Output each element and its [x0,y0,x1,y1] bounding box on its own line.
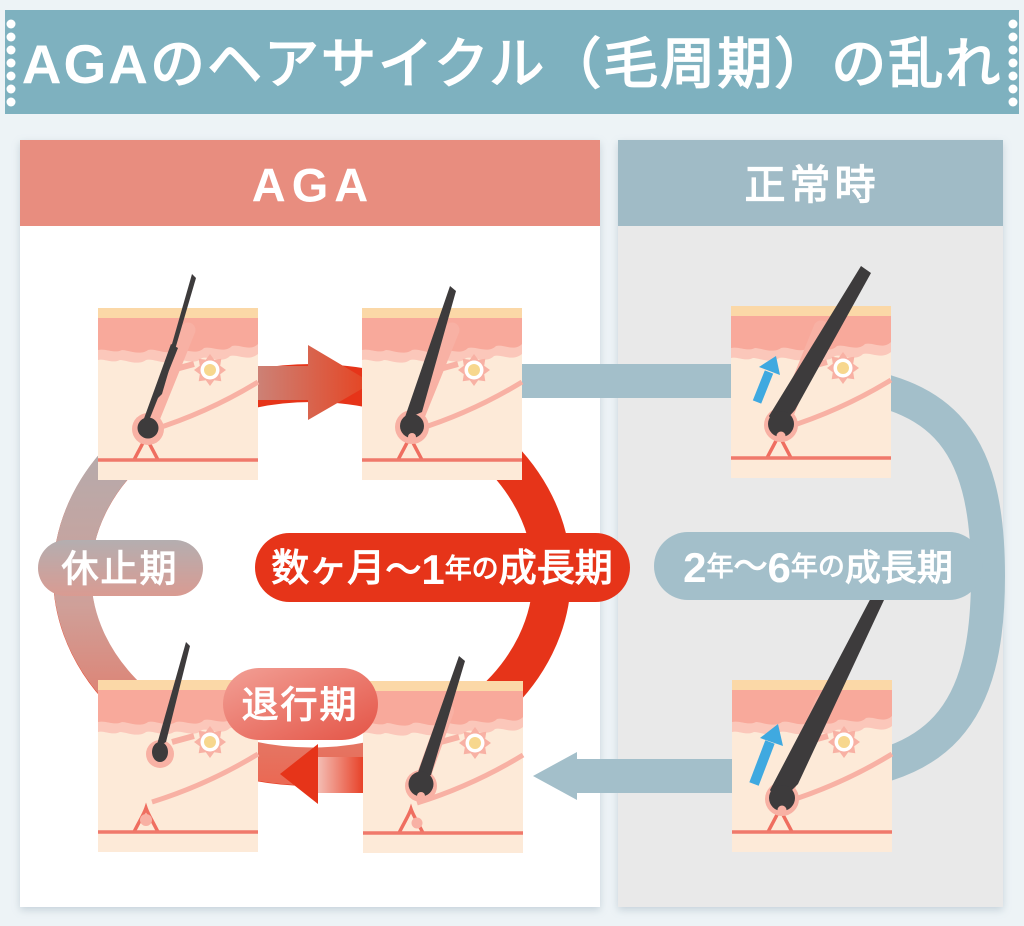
label-segment: 6 [767,544,790,591]
title-bar-background [5,10,1019,114]
pill-regress-label: 退行期 [242,685,359,726]
page-title: AGAのヘアサイクル（毛周期）の乱れ [22,33,1002,95]
follicle-bulb-icon [768,411,794,437]
follicle-bulb-icon [408,771,434,797]
up-arrow-icon [749,724,783,786]
follicle-bulb-icon [137,417,159,439]
label-segment: 年の [791,551,845,582]
skin-cross-section [731,306,891,478]
aga-regress-arrow-left-icon [280,744,368,804]
bulb-notch [776,431,786,441]
skin-block-normal-growth-2 [732,592,892,852]
up-arrow-icon [752,356,780,404]
label-segment: ～ [733,548,767,586]
label-segment: 成長期 [845,547,953,588]
label-segment: 年 [706,551,733,582]
pill-regress-phase: 退行期 [223,668,378,740]
title-bar: AGAのヘアサイクル（毛周期）の乱れ [5,10,1019,114]
hair-strand-icon [770,592,884,804]
panel-aga-header [20,140,600,226]
label-segment: 1 [421,546,444,593]
hair-strand-icon [156,642,190,748]
dotted-border-right-icon [1008,19,1018,107]
bulb-notch [777,805,787,815]
normal-to-aga-arrow-icon [533,752,577,800]
follicle-bulb-icon [400,414,424,438]
panel-normal-title: 正常時 [745,162,880,208]
dermal-papilla [411,817,423,829]
pill-rest-label: 休止期 [61,549,179,590]
label-segment: 年の [445,553,499,584]
follicle-bulb-icon [769,785,795,811]
dermal-papilla [140,814,152,826]
pill-aga-growth-phase: 数ヶ月～1年の成長期 [255,533,630,602]
pill-aga-growth-label: 数ヶ月～1年の成長期 [271,546,612,593]
panel-aga-title: AGA [252,159,374,212]
dotted-border-left-icon [6,19,16,107]
label-segment: 数ヶ月 [271,548,385,590]
hair-strand-icon [769,266,871,430]
normal-cycle-ring [520,364,1006,800]
bulb-notch [417,792,425,800]
hair-strand-icon [140,344,178,434]
club-hair-icon [152,742,168,762]
skin-block-normal-growth-1 [731,266,891,478]
pill-normal-growth-phase: 2年～6年の成長期 [654,532,983,600]
label-segment: 成長期 [499,548,613,590]
hair-strand-icon [404,286,456,420]
bulb-notch [408,433,416,441]
hair-strand-icon [415,656,465,781]
pill-normal-growth-label: 2年～6年の成長期 [683,544,953,591]
label-segment: ～ [385,549,421,590]
skin-block-aga-regress [363,656,523,853]
skin-block-aga-short-hair [362,286,522,480]
panel-normal-header [618,140,1003,226]
aga-growth-arrow-right-icon [256,345,372,420]
pill-rest-phase: 休止期 [38,540,203,596]
skin-block-aga-thin-hair [98,274,258,480]
label-segment: 2 [683,544,706,591]
skin-block-aga-rest [98,642,258,852]
